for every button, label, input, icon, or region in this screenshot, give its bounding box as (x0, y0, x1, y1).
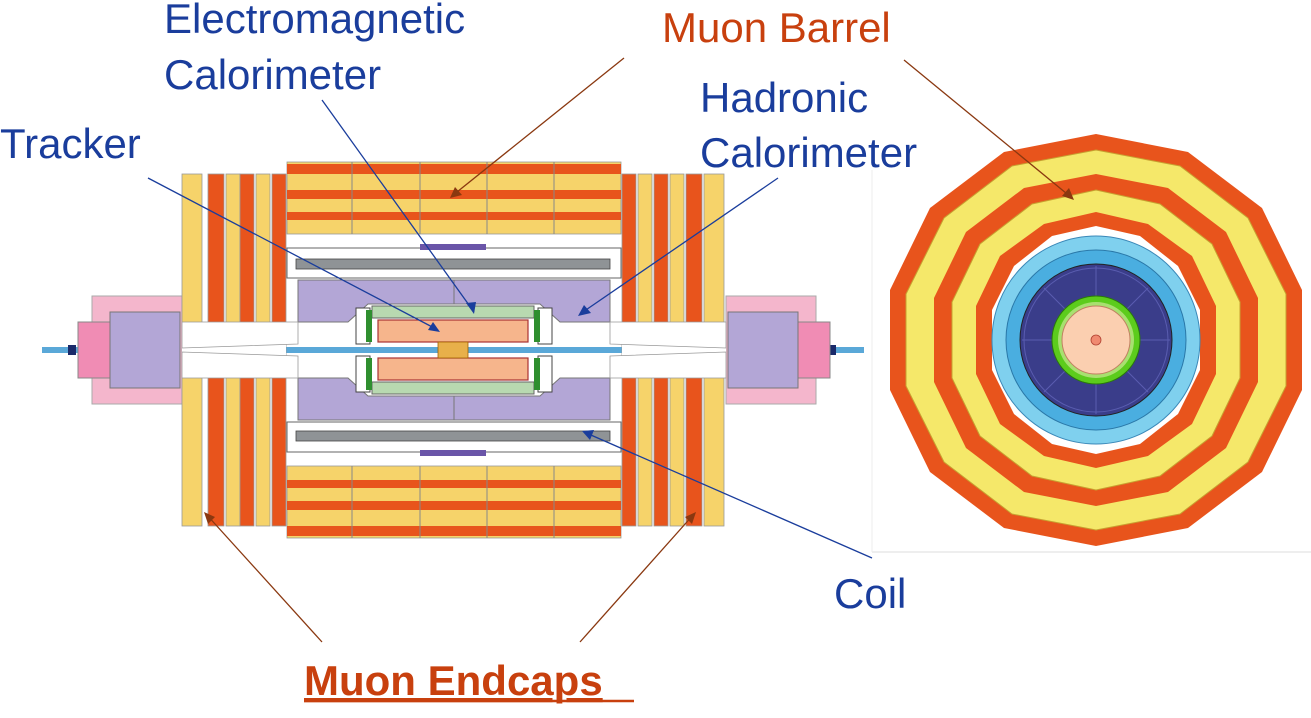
leader-lines (147, 57, 1074, 643)
coil-leader (583, 431, 873, 559)
muon-barrel-leader-left (451, 57, 625, 197)
label-coil: Coil (834, 570, 906, 617)
forward-structure-left (77, 295, 183, 405)
ecal-arrowhead (466, 302, 476, 314)
label-muon-endcaps: Muon Endcaps (304, 657, 603, 704)
hcal-arrowhead (578, 305, 591, 316)
muon-barrel-arrowhead-left (450, 187, 462, 198)
labels: Electromagnetic Calorimeter Muon Barrel … (0, 0, 917, 704)
muon-barrel-arrowhead-right (1062, 188, 1074, 200)
muon-endcap-right (621, 173, 726, 527)
end-view (871, 134, 1311, 553)
muon-endcap-arrowhead-left (204, 512, 215, 524)
forward-cones (181, 321, 727, 379)
muon-endcap-arrowhead-right (685, 512, 696, 524)
label-ecal-line1: Electromagnetic (164, 0, 465, 42)
ecal-side (355, 305, 553, 395)
muon-endcap-leader-right (579, 513, 695, 643)
label-hcal-line1: Hadronic (700, 74, 868, 121)
coil-arrowhead (582, 430, 594, 440)
coil-side (286, 244, 622, 456)
tracker-arrowhead (428, 322, 440, 332)
hcal-side (297, 279, 611, 421)
hcal-leader (579, 177, 779, 315)
muon-endcap-leader-left (205, 513, 323, 643)
ecal-leader (321, 99, 475, 313)
label-muon-barrel: Muon Barrel (662, 4, 891, 51)
tracker-side (377, 319, 529, 381)
forward-structure-right (725, 295, 831, 405)
tracker-leader (147, 177, 439, 331)
muon-endcap-left (181, 173, 287, 527)
muon-barrel-leader-right (903, 59, 1073, 199)
label-tracker: Tracker (0, 120, 141, 167)
side-view (42, 161, 864, 539)
label-hcal-line2: Calorimeter (700, 129, 917, 176)
muon-barrel-top (286, 161, 622, 235)
label-ecal-line2: Calorimeter (164, 51, 381, 98)
muon-barrel-bottom (286, 465, 622, 539)
tracker-core (1061, 305, 1131, 375)
